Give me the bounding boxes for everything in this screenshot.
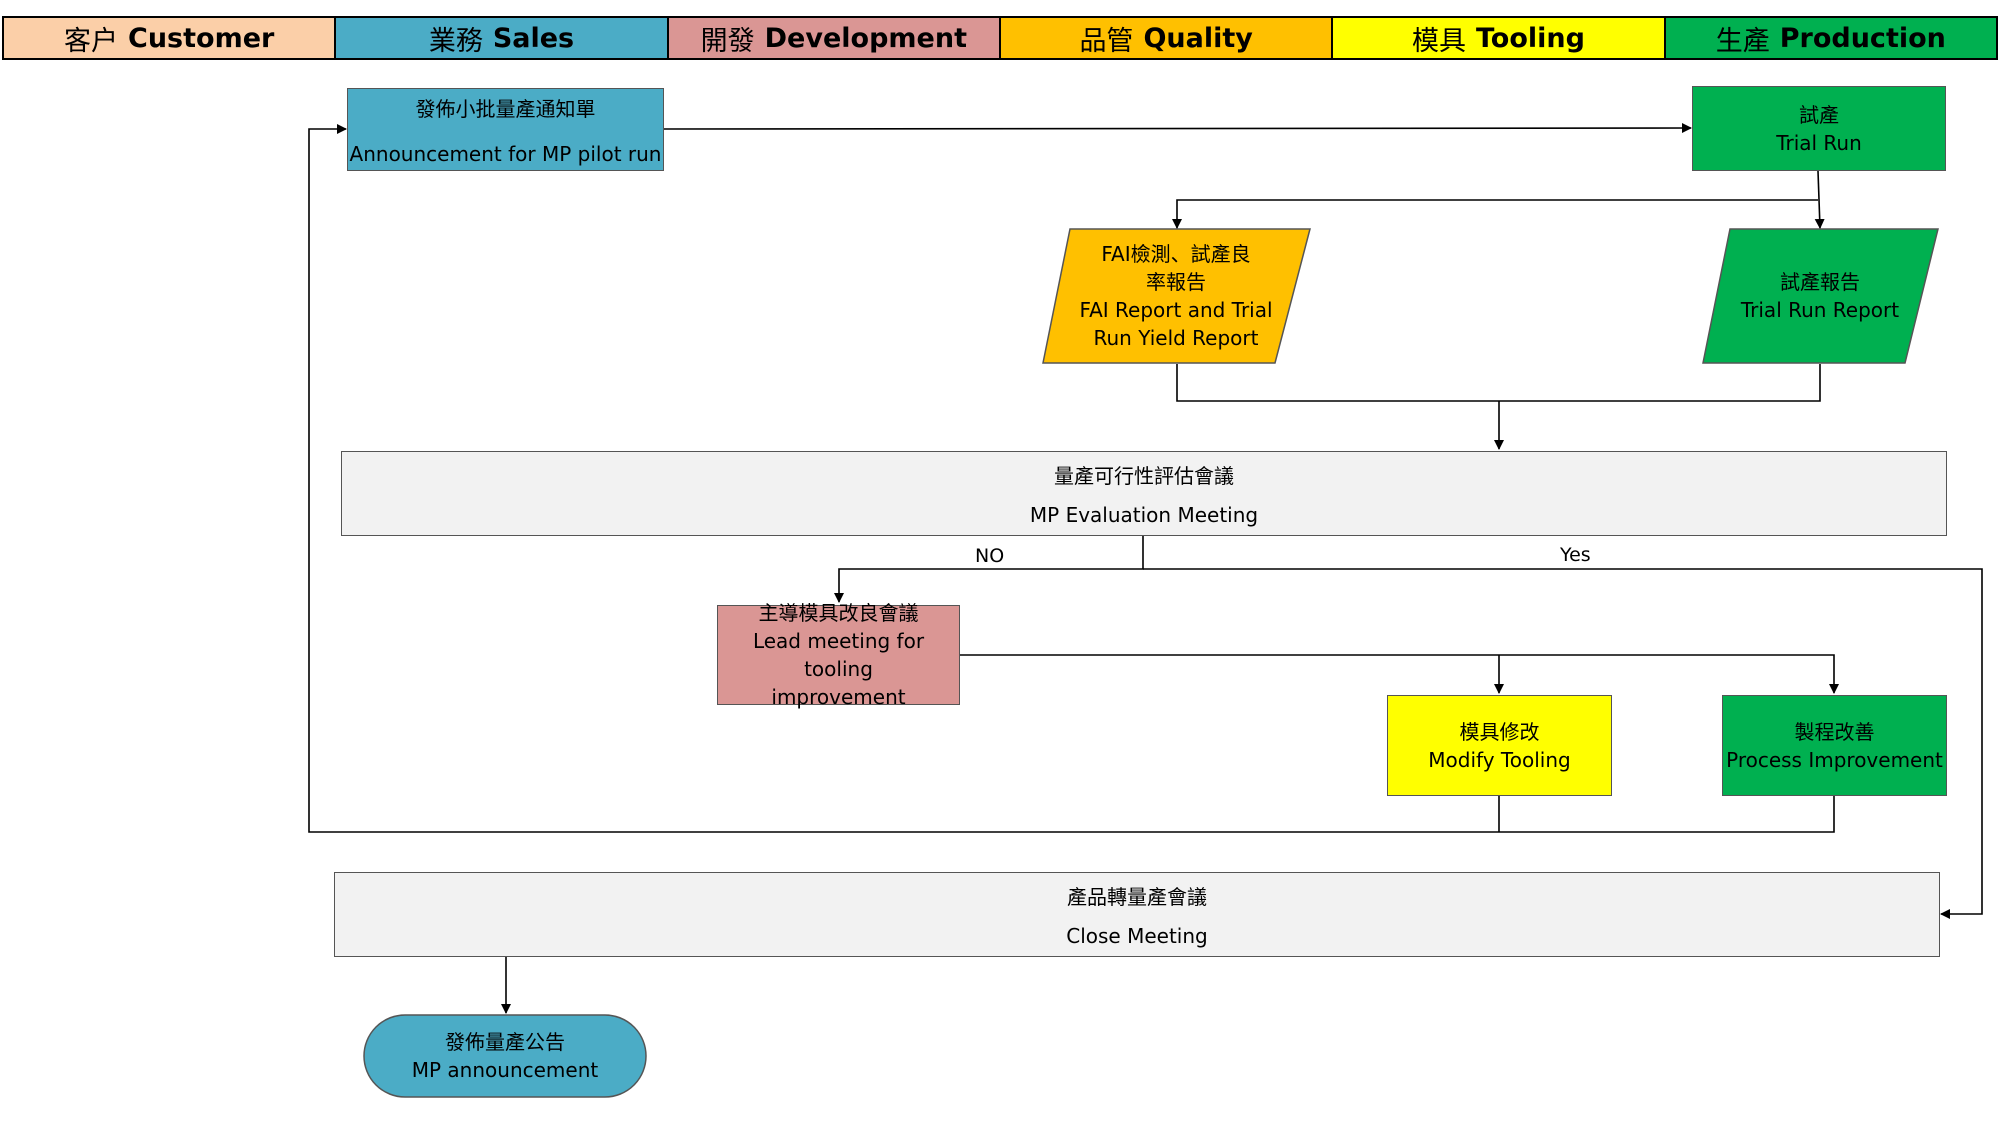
close-meeting-en: Close Meeting xyxy=(1066,924,1208,948)
edge-announce-to-trial-run xyxy=(663,123,1692,134)
fai-report-zh2: 率報告 xyxy=(1146,270,1206,294)
node-trial-run-report: 試產報告 Trial Run Report xyxy=(1715,229,1925,363)
node-mp-evaluation-meeting: 量產可行性評估會議 MP Evaluation Meeting xyxy=(341,451,1947,536)
lead-meeting-en2: improvement xyxy=(771,685,906,709)
lane-tooling-zh: 模具 xyxy=(1411,25,1466,57)
announce-pilot-en: Announcement for MP pilot run xyxy=(349,142,662,166)
node-announce-pilot-run: 發佈小批量產通知單 Announcement for MP pilot run xyxy=(347,88,664,171)
mp-announcement-shape xyxy=(363,1014,647,1098)
node-close-meeting: 產品轉量產會議 Close Meeting xyxy=(334,872,1940,957)
close-meeting-zh: 產品轉量產會議 xyxy=(1067,885,1207,909)
swimlane-header: 客户 Customer 業務 Sales 開發 Development 品管 Q… xyxy=(2,16,1998,60)
trial-run-zh: 試產 xyxy=(1799,102,1839,127)
lane-quality-zh: 品管 xyxy=(1079,25,1134,57)
node-lead-meeting: 主導模具改良會議 Lead meeting for tooling improv… xyxy=(717,601,960,709)
process-improve-zh: 製程改善 xyxy=(1794,719,1875,744)
node-process-improvement: 製程改善 Process Improvement xyxy=(1722,695,1947,796)
trial-report-zh: 試產報告 xyxy=(1780,270,1860,294)
lane-quality: 品管 Quality xyxy=(998,16,1334,60)
fai-report-zh1: FAI檢測、試產良 xyxy=(1101,242,1251,266)
trial-report-en: Trial Run Report xyxy=(1740,298,1900,322)
lane-development: 開發 Development xyxy=(666,16,1001,60)
lead-meeting-zh: 主導模具改良會議 xyxy=(758,601,919,625)
label-no: NO xyxy=(975,545,1005,567)
fai-report-en2: Run Yield Report xyxy=(1093,326,1259,350)
lane-quality-en: Quality xyxy=(1143,22,1253,54)
lane-tooling-en: Tooling xyxy=(1475,22,1585,54)
edge-trial-run-to-fai xyxy=(1172,199,1818,229)
lead-meeting-en1: Lead meeting for tooling xyxy=(752,629,925,681)
edge-loop-back xyxy=(308,129,1835,833)
edge-eval-no xyxy=(834,536,1144,603)
fai-report-shape xyxy=(1042,228,1311,364)
modify-tooling-en: Modify Tooling xyxy=(1428,747,1571,772)
node-trial-run: 試產 Trial Run xyxy=(1692,86,1946,171)
mp-announce-en: MP announcement xyxy=(411,1058,599,1082)
mp-eval-en: MP Evaluation Meeting xyxy=(1029,503,1259,527)
lane-development-en: Development xyxy=(764,22,967,54)
edge-fai-merge xyxy=(1176,364,1821,402)
lane-customer-zh: 客户 xyxy=(64,25,118,57)
node-modify-tooling: 模具修改 Modify Tooling xyxy=(1387,695,1612,796)
mp-announce-zh: 發佈量產公告 xyxy=(445,1030,565,1054)
edge-trial-run-to-report xyxy=(1814,170,1825,229)
modify-tooling-zh: 模具修改 xyxy=(1459,719,1540,744)
edge-eval-yes xyxy=(1143,568,1983,919)
lane-production-zh: 生產 xyxy=(1715,25,1770,57)
mp-eval-zh: 量產可行性評估會議 xyxy=(1054,464,1234,488)
lane-sales-zh: 業務 xyxy=(428,25,483,57)
lane-customer: 客户 Customer xyxy=(2,16,337,60)
label-yes: Yes xyxy=(1560,544,1591,566)
lane-development-zh: 開發 xyxy=(700,25,755,57)
process-improve-en: Process Improvement xyxy=(1726,747,1943,772)
trial-report-shape xyxy=(1702,228,1939,364)
lane-customer-en: Customer xyxy=(128,22,275,54)
lane-production: 生產 Production xyxy=(1663,16,1998,60)
announce-pilot-zh: 發佈小批量產通知單 xyxy=(415,97,596,121)
trial-run-en: Trial Run xyxy=(1776,130,1862,155)
node-fai-report: FAI檢測、試產良 率報告 FAI Report and Trial Run Y… xyxy=(1060,229,1292,363)
lane-tooling: 模具 Tooling xyxy=(1331,16,1666,60)
node-mp-announcement: 發佈量產公告 MP announcement xyxy=(364,1015,646,1097)
lane-sales-en: Sales xyxy=(492,22,575,54)
fai-report-en1: FAI Report and Trial xyxy=(1079,298,1273,322)
lane-production-en: Production xyxy=(1779,22,1946,54)
edge-lead-to-modify xyxy=(960,654,1839,694)
